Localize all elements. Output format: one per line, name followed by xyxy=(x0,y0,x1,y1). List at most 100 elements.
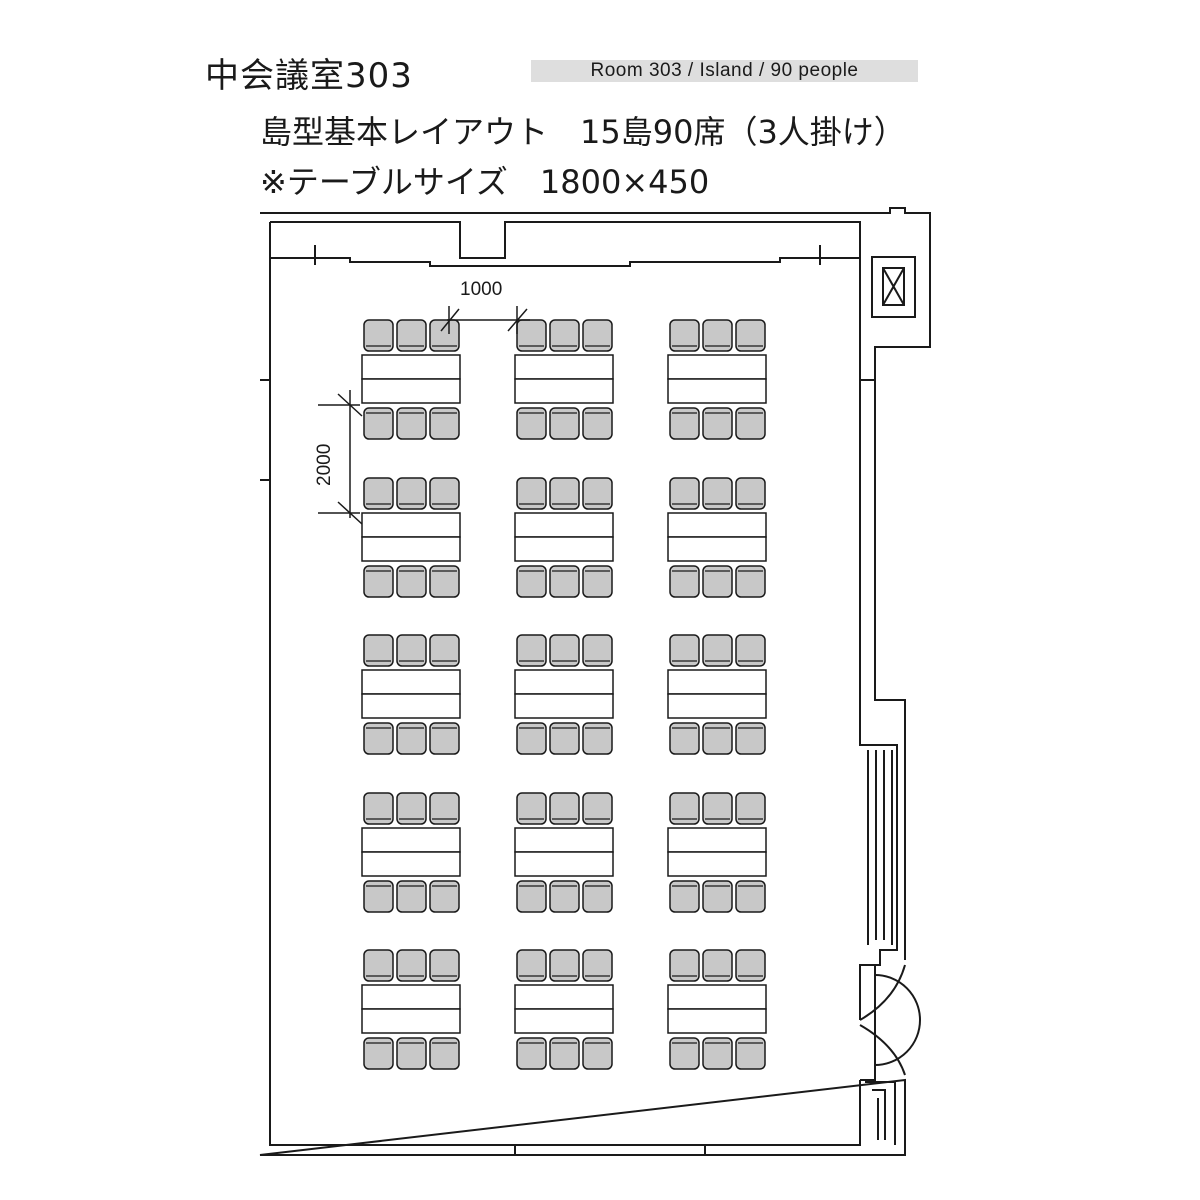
chair xyxy=(363,407,394,440)
table xyxy=(361,827,461,853)
chair xyxy=(582,407,613,440)
chair xyxy=(549,880,580,913)
chair xyxy=(396,1037,427,1070)
chair xyxy=(702,792,733,825)
chair xyxy=(429,634,460,667)
table xyxy=(667,1008,767,1034)
chair xyxy=(735,722,766,755)
chair xyxy=(516,949,547,982)
pipe-shaft xyxy=(871,256,916,318)
chair xyxy=(396,949,427,982)
chair xyxy=(669,722,700,755)
table xyxy=(514,984,614,1010)
table xyxy=(667,984,767,1010)
chair xyxy=(363,319,394,352)
chair xyxy=(549,722,580,755)
chair xyxy=(702,407,733,440)
outer-wall-lower xyxy=(259,1078,906,1156)
chair xyxy=(702,880,733,913)
chair xyxy=(735,565,766,598)
door-leaf-lower xyxy=(859,1024,906,1076)
chair xyxy=(582,722,613,755)
table xyxy=(514,669,614,695)
table xyxy=(667,378,767,404)
table xyxy=(667,669,767,695)
room-title: 中会議室303 xyxy=(205,56,413,96)
chair xyxy=(396,565,427,598)
dim-1000-slash-right xyxy=(507,308,528,332)
chair xyxy=(396,407,427,440)
table xyxy=(514,512,614,538)
chair xyxy=(516,792,547,825)
chair xyxy=(516,565,547,598)
chair xyxy=(669,477,700,510)
chair xyxy=(735,1037,766,1070)
ceiling-line xyxy=(270,257,860,267)
chair xyxy=(669,792,700,825)
chair xyxy=(735,949,766,982)
chair xyxy=(429,319,460,352)
table xyxy=(514,851,614,877)
chair xyxy=(702,477,733,510)
chair xyxy=(429,949,460,982)
chair xyxy=(429,477,460,510)
chair xyxy=(702,1037,733,1070)
chair xyxy=(516,722,547,755)
chair xyxy=(363,477,394,510)
chair xyxy=(363,1037,394,1070)
dim-1000-label: 1000 xyxy=(460,279,502,300)
table xyxy=(667,851,767,877)
chair xyxy=(702,949,733,982)
chair xyxy=(396,634,427,667)
table xyxy=(514,693,614,719)
dim-2000-slash-bottom xyxy=(337,501,363,525)
table xyxy=(361,354,461,380)
chair xyxy=(363,880,394,913)
chair xyxy=(429,1037,460,1070)
chair xyxy=(396,477,427,510)
chair xyxy=(516,319,547,352)
room-walls xyxy=(259,207,931,1156)
door-frame xyxy=(860,964,876,1081)
chair xyxy=(396,792,427,825)
chair xyxy=(735,319,766,352)
chair xyxy=(549,477,580,510)
pipe-shaft-cross-2 xyxy=(882,267,905,306)
chair xyxy=(516,880,547,913)
chair xyxy=(429,722,460,755)
table xyxy=(514,536,614,562)
chair xyxy=(582,565,613,598)
chair xyxy=(429,565,460,598)
chair xyxy=(396,319,427,352)
chair xyxy=(363,949,394,982)
chair xyxy=(669,319,700,352)
table xyxy=(667,693,767,719)
table xyxy=(667,354,767,380)
table xyxy=(514,1008,614,1034)
dim-1000-slash-left xyxy=(440,308,460,332)
chair xyxy=(735,407,766,440)
dim-2000-slash-top xyxy=(337,393,363,417)
table xyxy=(361,378,461,404)
chair xyxy=(516,407,547,440)
chair xyxy=(549,407,580,440)
chair xyxy=(429,880,460,913)
dim-2000-label: 2000 xyxy=(314,444,335,486)
table-size-note: ※テーブルサイズ 1800×450 xyxy=(260,163,710,201)
table xyxy=(361,669,461,695)
door-swing xyxy=(874,974,921,1066)
chair xyxy=(549,949,580,982)
chair xyxy=(363,722,394,755)
table xyxy=(361,984,461,1010)
door-leaf-upper xyxy=(859,964,906,1021)
chair xyxy=(669,407,700,440)
chair xyxy=(549,634,580,667)
chair xyxy=(669,634,700,667)
chair xyxy=(363,565,394,598)
chair xyxy=(549,792,580,825)
table xyxy=(514,354,614,380)
islands xyxy=(361,319,767,1070)
chair xyxy=(582,477,613,510)
chair xyxy=(396,722,427,755)
chair xyxy=(516,1037,547,1070)
